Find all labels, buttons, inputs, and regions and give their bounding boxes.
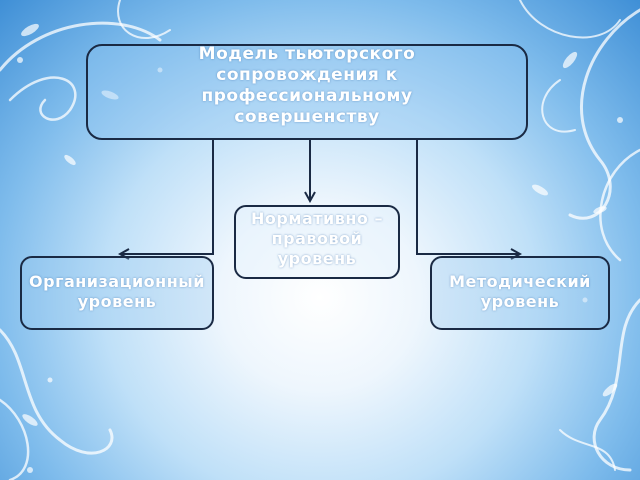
methodical-level-box: Методический уровень [430, 256, 610, 330]
organizational-level-label: Организационный уровень [29, 272, 205, 311]
methodical-level-label: Методический уровень [449, 272, 591, 311]
title-box: Модель тьюторского сопровождения к профе… [86, 44, 528, 140]
normative-level-box: Нормативно – правовой уровень [234, 205, 400, 279]
title-box-label: Модель тьюторского сопровождения к профе… [198, 44, 416, 127]
organizational-level-box: Организационный уровень [20, 256, 214, 330]
normative-level-label: Нормативно – правовой уровень [251, 209, 383, 268]
